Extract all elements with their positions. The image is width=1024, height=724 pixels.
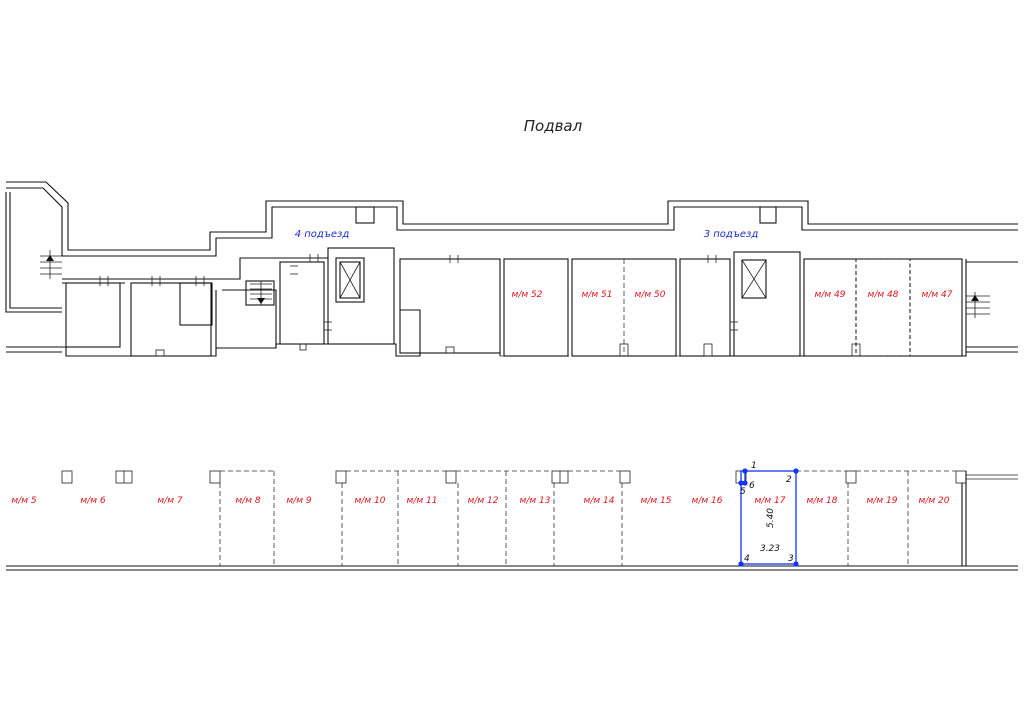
- parking-label-7: м/м 7: [157, 496, 182, 506]
- plan-title: Подвал: [524, 117, 583, 135]
- parking-label-17: м/м 17: [755, 496, 786, 506]
- vertex-point-3[interactable]: [793, 561, 799, 567]
- elevator-shaft-3: [741, 259, 767, 299]
- vertex-label-3: 3: [788, 554, 794, 564]
- parking-label-52: м/м 52: [512, 290, 543, 300]
- parking-label-16: м/м 16: [692, 496, 723, 506]
- parking-label-13: м/м 13: [520, 496, 551, 506]
- stair-right: [966, 292, 990, 318]
- dimension-width: 3.23: [760, 544, 780, 554]
- vertex-point-5[interactable]: [738, 480, 744, 486]
- vertex-point-6[interactable]: [742, 480, 748, 486]
- parking-label-8: м/м 8: [235, 496, 260, 506]
- door-ticks: [99, 254, 738, 331]
- stair-left: [40, 250, 62, 279]
- vertex-label-4: 4: [744, 554, 750, 564]
- parking-label-50: м/м 50: [635, 290, 666, 300]
- parking-label-12: м/м 12: [468, 496, 499, 506]
- vertex-label-2: 2: [786, 475, 792, 485]
- vertex-label-5: 5: [740, 487, 746, 497]
- upper-parking-labels: м/м 52 м/м 51 м/м 50 м/м 49 м/м 48 м/м 4…: [512, 290, 953, 300]
- vertex-point-4[interactable]: [738, 561, 744, 567]
- parking-label-11: м/м 11: [407, 496, 438, 506]
- parking-label-18: м/м 18: [807, 496, 838, 506]
- parking-label-5: м/м 5: [11, 496, 36, 506]
- parking-label-6: м/м 6: [80, 496, 105, 506]
- vertex-label-6: 6: [749, 481, 755, 491]
- elevator-shaft-4: [339, 261, 361, 299]
- vertex-point-2[interactable]: [793, 468, 799, 474]
- dimension-length: 5.40: [766, 508, 776, 528]
- parking-label-47: м/м 47: [922, 290, 953, 300]
- entrance-4-label: 4 подъезд: [295, 229, 350, 240]
- parking-label-20: м/м 20: [919, 496, 950, 506]
- parking-label-14: м/м 14: [584, 496, 615, 506]
- upper-internal-walls: [40, 247, 1018, 357]
- parking-label-9: м/м 9: [286, 496, 311, 506]
- lower-walls: [6, 470, 1018, 571]
- parking-label-19: м/м 19: [867, 496, 898, 506]
- parking-label-48: м/м 48: [868, 290, 899, 300]
- highlighted-space-17[interactable]: 1 2 3 4 5 6 3.23 5.40: [738, 461, 799, 567]
- vertex-point-1[interactable]: [742, 468, 748, 474]
- stair-middle: [250, 281, 272, 305]
- parking-label-49: м/м 49: [815, 290, 846, 300]
- parking-label-10: м/м 10: [355, 496, 386, 506]
- vertex-label-1: 1: [751, 461, 757, 471]
- parking-label-15: м/м 15: [641, 496, 672, 506]
- entrance-3-label: 3 подъезд: [704, 229, 759, 240]
- upper-outer-walls: [5, 181, 1018, 357]
- column-stubs-upper: [155, 343, 861, 357]
- lower-parking-labels: м/м 5 м/м 6 м/м 7 м/м 8 м/м 9 м/м 10 м/м…: [11, 496, 949, 506]
- parking-label-51: м/м 51: [582, 290, 613, 300]
